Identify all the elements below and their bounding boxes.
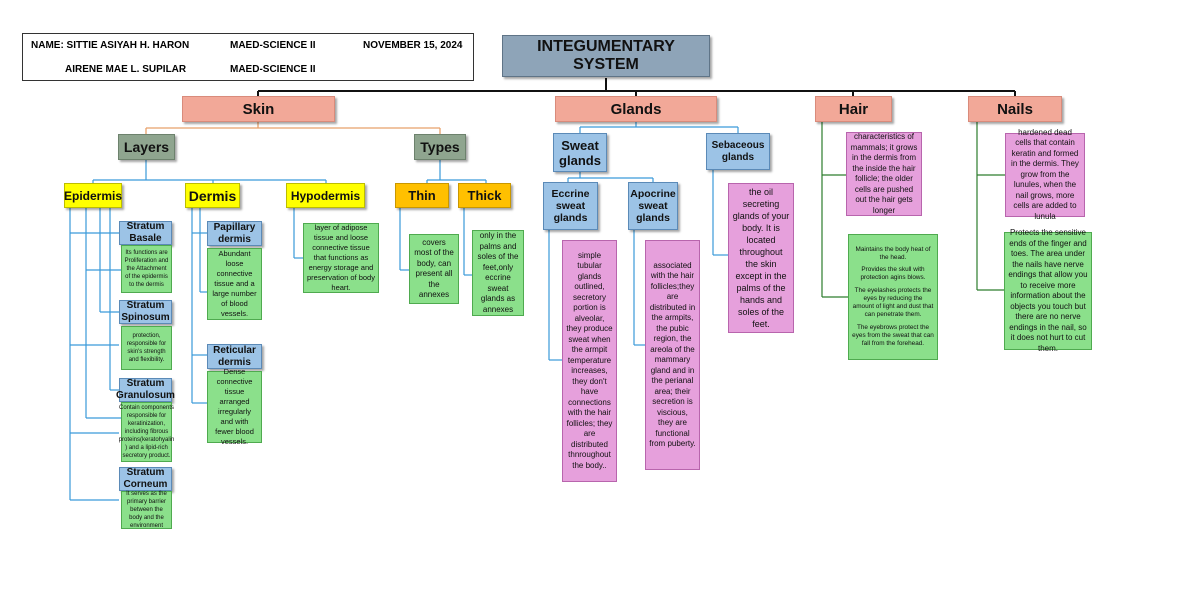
stratum-granulosum-desc: Contain components responsible for kerat… <box>119 402 174 462</box>
hair-characteristics-desc: characteristics of mammals; it grows in … <box>846 132 922 216</box>
nails-functions-desc: Protects the sensitive ends of the finge… <box>1004 228 1092 353</box>
category-glands: Glands <box>555 96 717 122</box>
stratum-spinosum: Stratum Spinosum <box>119 300 172 324</box>
stratum-basale-desc: Its functions are Proliferation and the … <box>121 245 172 293</box>
sweat-glands: Sweat glands <box>553 133 607 172</box>
author-program-2: MAED-SCIENCE II <box>230 64 316 75</box>
submission-date: NOVEMBER 15, 2024 <box>363 40 463 51</box>
category-hair: Hair <box>815 96 892 122</box>
stratum-corneum-desc: It serves as the primary barrier between… <box>121 491 172 529</box>
diagram-title: INTEGUMENTARY SYSTEM <box>502 35 710 77</box>
sebaceous-glands: Sebaceous glands <box>706 133 770 170</box>
group-types: Types <box>414 134 466 160</box>
papillary-dermis-desc: Abundant loose connective tissue and a l… <box>207 248 262 320</box>
stratum-basale: Stratum Basale <box>119 221 172 245</box>
thick-skin-desc: only in the palms and soles of the feet,… <box>472 230 524 316</box>
sebaceous-desc: the oil secreting glands of your body. I… <box>728 183 794 333</box>
hair-function-4: The eyebrows protect the eyes from the s… <box>852 323 934 347</box>
reticular-dermis-desc: Dense connective tissue arranged irregul… <box>207 367 262 446</box>
category-skin: Skin <box>182 96 335 122</box>
apocrine-desc: associated with the hair follicles;they … <box>645 240 700 470</box>
author-program-1: MAED-SCIENCE II <box>230 40 316 51</box>
eccrine-sweat-glands: Eccrine sweat glands <box>543 182 598 230</box>
nails-composition-desc: hardened dead cells that contain keratin… <box>1005 128 1085 221</box>
type-thick: Thick <box>458 183 511 208</box>
type-thin: Thin <box>395 183 449 208</box>
author-name-1: NAME: SITTIE ASIYAH H. HARON <box>31 40 190 51</box>
thin-skin-desc: covers most of the body, can present all… <box>409 234 459 304</box>
author-info-box: NAME: SITTIE ASIYAH H. HARON MAED-SCIENC… <box>22 33 474 81</box>
category-nails: Nails <box>968 96 1062 122</box>
hair-function-3: The eyelashes protects the eyes by reduc… <box>852 286 934 319</box>
papillary-dermis: Papillary dermis <box>207 221 262 246</box>
hair-function-2: Provides the skull with protection agins… <box>860 266 926 282</box>
hair-function-1: Maintains the body heat of the head. <box>855 245 931 262</box>
reticular-dermis: Reticular dermis <box>207 344 262 369</box>
stratum-spinosum-desc: protection, responsible for skin's stren… <box>121 326 172 370</box>
hypodermis-desc: layer of adipose tissue and loose connec… <box>303 223 379 293</box>
stratum-corneum: Stratum Corneum <box>119 467 172 491</box>
hair-functions-desc: Maintains the body heat of the head. Pro… <box>848 234 938 360</box>
layer-hypodermis: Hypodermis <box>286 183 365 208</box>
eccrine-desc: simple tubular glands outlined, secretor… <box>562 240 617 482</box>
stratum-granulosum: Stratum Granulosum <box>116 378 175 402</box>
layer-epidermis: Epidermis <box>64 183 122 208</box>
author-name-2: AIRENE MAE L. SUPILAR <box>65 64 187 75</box>
apocrine-sweat-glands: Apocrine sweat glands <box>628 182 678 230</box>
group-layers: Layers <box>118 134 175 160</box>
layer-dermis: Dermis <box>185 183 240 208</box>
